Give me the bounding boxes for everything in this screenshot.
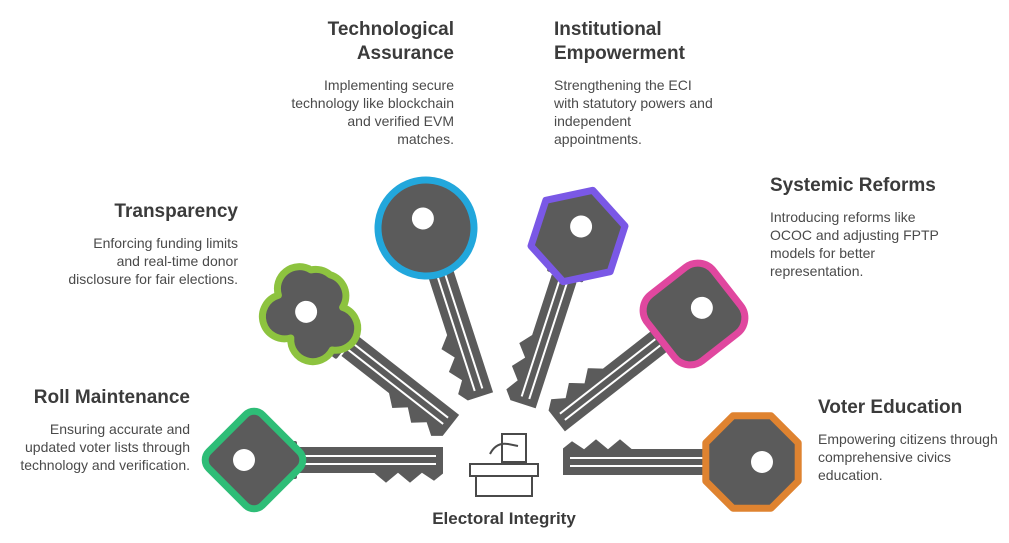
desc-roll-maintenance: Ensuring accurate and updated voter list…	[20, 421, 190, 473]
key-groove2-technological-assurance	[435, 272, 476, 392]
text-voter-education: Voter Education Empowering citizens thro…	[818, 396, 998, 484]
title-technological-assurance: Technological Assurance	[327, 19, 454, 64]
center-label: Electoral Integrity	[432, 509, 576, 528]
text-technological-assurance: Technological Assurance Implementing sec…	[290, 18, 454, 148]
key-groove2-institutional-empowerment	[520, 278, 561, 397]
key-groove-institutional-empowerment	[528, 280, 569, 400]
title-voter-education: Voter Education	[818, 397, 963, 418]
key-hole-roll-maintenance	[233, 449, 255, 471]
text-transparency: Transparency Enforcing funding limits an…	[68, 200, 238, 288]
text-roll-maintenance: Roll Maintenance Ensuring accurate and u…	[20, 386, 190, 474]
key-groove-systemic-reforms	[564, 344, 661, 421]
title-roll-maintenance: Roll Maintenance	[33, 387, 190, 408]
title-systemic-reforms: Systemic Reforms	[770, 175, 936, 196]
key-hole-systemic-reforms	[690, 296, 713, 319]
text-institutional-empowerment: Institutional Empowerment Strengthening …	[554, 18, 714, 148]
key-groove-transparency	[352, 342, 449, 419]
desc-transparency: Enforcing funding limits and real-time d…	[68, 235, 238, 287]
desc-voter-education: Empowering citizens through comprehensiv…	[818, 431, 998, 483]
key-groove-technological-assurance	[443, 270, 484, 389]
key-technological-assurance	[374, 176, 496, 403]
key-systemic-reforms	[546, 259, 749, 435]
desc-technological-assurance: Implementing secure technology like bloc…	[291, 77, 454, 147]
title-transparency: Transparency	[114, 201, 238, 222]
key-groove2-transparency	[347, 348, 444, 425]
key-voter-education	[561, 412, 802, 512]
text-systemic-reforms: Systemic Reforms Introducing reforms lik…	[770, 174, 940, 280]
key-transparency	[258, 263, 462, 438]
key-hole-technological-assurance	[411, 207, 434, 230]
desc-systemic-reforms: Introducing reforms like OCOC and adjust…	[770, 209, 939, 279]
desc-institutional-empowerment: Strengthening the ECI with statutory pow…	[554, 77, 713, 147]
key-shaft-systemic-reforms	[546, 320, 681, 435]
key-shaft-transparency	[327, 324, 462, 438]
key-shaft-technological-assurance	[420, 250, 496, 403]
key-hole-voter-education	[751, 451, 773, 473]
key-institutional-empowerment	[503, 186, 629, 411]
key-hole-institutional-empowerment	[570, 215, 593, 238]
ballot-box-icon	[469, 433, 539, 497]
key-groove2-systemic-reforms	[559, 338, 656, 415]
key-hole-transparency	[295, 300, 318, 323]
key-roll-maintenance	[201, 407, 445, 513]
title-institutional-empowerment: Institutional Empowerment	[554, 19, 685, 64]
